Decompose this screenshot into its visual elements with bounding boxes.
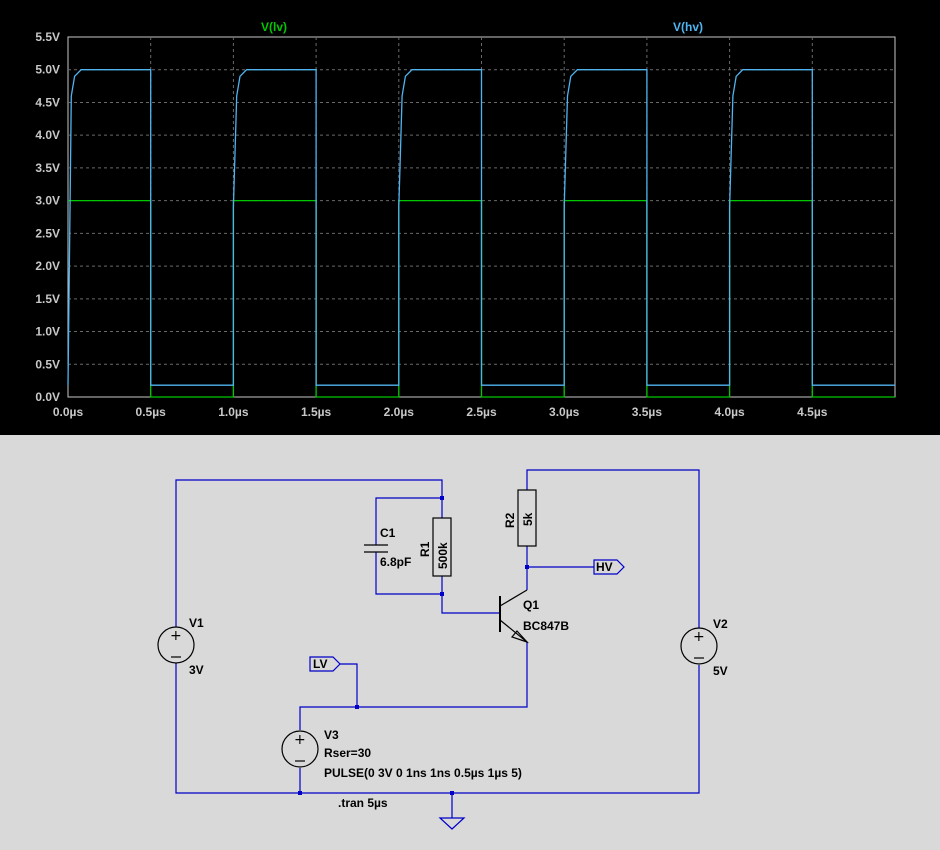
- x-tick-label: 4.5µs: [797, 405, 828, 419]
- q1-name-label: Q1: [523, 598, 539, 612]
- net-flag-lv[interactable]: LV: [309, 656, 341, 672]
- trace-legend: V(lv) V(hv): [261, 20, 703, 34]
- ground-icon: [438, 817, 466, 830]
- x-tick-label: 3.5µs: [632, 405, 663, 419]
- wire-v1-top[interactable]: [175, 479, 443, 645]
- y-tick-label: 5.0V: [35, 63, 60, 77]
- voltage-source-icon: [680, 627, 718, 665]
- voltage-source-v2[interactable]: + V2 5V: [680, 617, 728, 678]
- c1-name-label: C1: [380, 526, 396, 540]
- x-tick-label: 2.5µs: [466, 405, 497, 419]
- y-tick-label: 3.0V: [35, 194, 60, 208]
- x-tick-label: 2.0µs: [384, 405, 415, 419]
- junction-dot: [298, 791, 302, 795]
- resistor-r2[interactable]: R2 5k: [503, 489, 537, 547]
- plus-icon: +: [693, 629, 705, 645]
- resistor-body-icon: [432, 517, 452, 577]
- voltage-source-v3[interactable]: + V3 Rser=30 PULSE(0 3V 0 1ns 1ns 0.5µs …: [281, 728, 522, 780]
- lv-net-label: LV: [313, 657, 327, 671]
- resistor-body-icon: [517, 489, 537, 547]
- v3-rser-label: Rser=30: [324, 746, 371, 760]
- voltage-source-v1[interactable]: + V1 3V: [157, 616, 204, 677]
- net-flag-icon: [593, 559, 625, 575]
- v3-name-label: V3: [324, 728, 339, 742]
- transistor-emitter-icon: [499, 619, 528, 643]
- y-tick-label: 0.5V: [35, 357, 60, 371]
- axis-ticks: 0.0µs 0.5µs 1.0µs 1.5µs 2.0µs 2.5µs 3.0µs 3.5µs…: [35, 30, 827, 419]
- spice-directive[interactable]: .tran 5µs: [338, 796, 388, 810]
- wire-ground-rail[interactable]: [175, 662, 700, 794]
- plus-icon: +: [170, 628, 182, 644]
- c1-value-label: 6.8pF: [380, 555, 411, 569]
- hv-net-label: HV: [596, 560, 613, 574]
- junction-dot: [525, 565, 529, 569]
- y-tick-label: 5.5V: [35, 30, 60, 44]
- v2-value-label: 5V: [713, 664, 728, 678]
- wire-lv-net[interactable]: [340, 663, 358, 707]
- r1-name-label: R1: [418, 541, 432, 557]
- junction-dot: [440, 592, 444, 596]
- v1-name-label: V1: [189, 616, 204, 630]
- wire-c1-bottom[interactable]: [375, 552, 442, 595]
- legend-label: V(hv): [673, 20, 703, 34]
- junction-dot: [450, 791, 454, 795]
- x-tick-label: 3.0µs: [549, 405, 580, 419]
- series-line-v-hv-: [67, 69, 895, 386]
- y-tick-label: 2.5V: [35, 226, 60, 240]
- transistor-q1[interactable]: Q1 BC847B: [499, 589, 569, 644]
- wire-c1-top[interactable]: [375, 497, 442, 545]
- ground-symbol[interactable]: [438, 817, 466, 830]
- legend-label: V(lv): [261, 20, 287, 34]
- x-tick-label: 1.0µs: [218, 405, 249, 419]
- v2-name-label: V2: [713, 617, 728, 631]
- wire-v2-top[interactable]: [526, 469, 700, 628]
- x-tick-label: 4.0µs: [714, 405, 745, 419]
- waveform-plot-pane[interactable]: 0.0µs 0.5µs 1.0µs 1.5µs 2.0µs 2.5µs 3.0µs 3.5µs…: [0, 0, 940, 435]
- junction-dot: [355, 705, 359, 709]
- y-tick-label: 4.5V: [35, 95, 60, 109]
- v1-value-label: 3V: [189, 663, 204, 677]
- wires: [175, 469, 700, 818]
- x-tick-label: 0.0µs: [53, 405, 84, 419]
- r2-name-label: R2: [503, 512, 517, 528]
- r1-value-label: 500k: [436, 542, 450, 569]
- v3-pulse-label: PULSE(0 3V 0 1ns 1ns 0.5µs 1µs 5): [324, 766, 522, 780]
- y-tick-label: 4.0V: [35, 128, 60, 142]
- net-flag-icon: [309, 656, 341, 672]
- y-tick-label: 2.0V: [35, 259, 60, 273]
- y-tick-label: 3.5V: [35, 161, 60, 175]
- x-tick-label: 1.5µs: [301, 405, 332, 419]
- schematic-pane[interactable]: C1 6.8pF R1 500k R2 5k Q1 BC847B +: [0, 435, 940, 850]
- wire-base[interactable]: [441, 594, 500, 614]
- transistor-collector-icon: [499, 589, 528, 607]
- q1-model-label: BC847B: [523, 619, 569, 633]
- plus-icon: +: [294, 732, 306, 748]
- wire-emitter[interactable]: [299, 642, 528, 730]
- y-tick-label: 0.0V: [35, 390, 60, 404]
- y-tick-label: 1.5V: [35, 292, 60, 306]
- emitter-arrow-icon: [510, 630, 529, 644]
- voltage-source-icon: [157, 626, 195, 664]
- plot-traces: [67, 69, 895, 398]
- y-tick-label: 1.0V: [35, 325, 60, 339]
- net-flag-hv[interactable]: HV: [593, 559, 625, 575]
- r2-value-label: 5k: [521, 512, 535, 526]
- schematic-canvas[interactable]: C1 6.8pF R1 500k R2 5k Q1 BC847B +: [0, 435, 940, 850]
- junction-dots: [298, 496, 529, 795]
- voltage-source-icon: [281, 730, 319, 768]
- x-tick-label: 0.5µs: [136, 405, 167, 419]
- waveform-chart[interactable]: 0.0µs 0.5µs 1.0µs 1.5µs 2.0µs 2.5µs 3.0µs 3.5µs…: [0, 0, 940, 435]
- junction-dot: [440, 496, 444, 500]
- resistor-r1[interactable]: R1 500k: [418, 517, 452, 577]
- capacitor-c1[interactable]: C1 6.8pF: [364, 526, 411, 569]
